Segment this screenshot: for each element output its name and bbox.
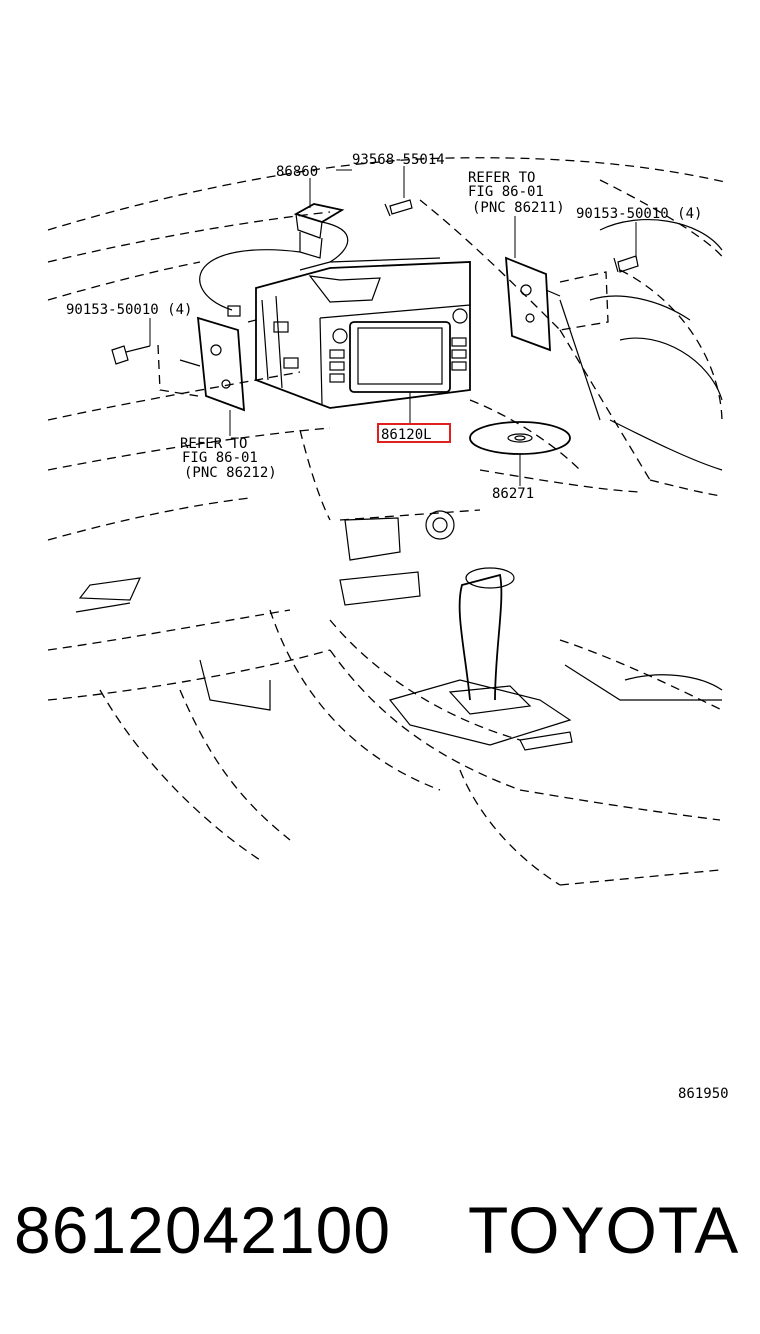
screw-top [384,199,413,217]
callout-bolt-left: 90153-50010 (4) [66,302,192,318]
callout-antenna: 86860 [276,164,318,180]
steering-wheel [559,219,723,471]
callout-refer-right-1: REFER TO [468,170,535,186]
center-console [339,510,723,751]
callout-refer-right-3: (PNC 86211) [472,200,565,216]
bracket-left [157,316,246,412]
callout-radio-unit: 86120L [381,427,432,443]
disc [469,421,571,455]
leader-lines [149,166,637,486]
antenna-module [199,203,349,317]
callout-refer-left-2: FIG 86-01 [182,450,258,466]
radio-unit [247,257,471,409]
dashboard-outline [47,157,726,886]
bracket-right [504,256,609,352]
callout-refer-left-1: REFER TO [180,436,247,452]
left-vent [75,577,271,711]
brand-name: TOYOTA [468,1193,740,1267]
callout-refer-right-2: FIG 86-01 [468,184,544,200]
callout-disc: 86271 [492,486,534,502]
part-number: 8612042100 [14,1193,392,1267]
figure-number: 861950 [678,1086,729,1102]
highlight-box [377,423,451,443]
callout-refer-left-3: (PNC 86212) [184,465,277,481]
callout-screw-top: 93568-55014 [352,152,445,168]
callout-bolt-right: 90153-50010 (4) [576,206,702,222]
bolt-right [613,255,639,273]
bolt-left [111,345,151,365]
